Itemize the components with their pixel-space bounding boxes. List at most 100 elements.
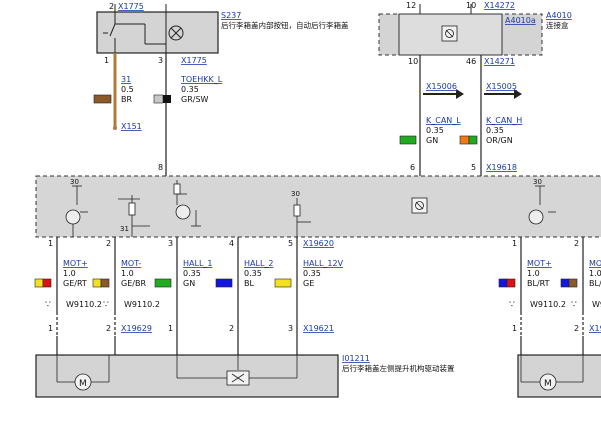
splice-marker-icon: ∵: [509, 300, 515, 310]
wire-kcan-l[interactable]: X15006 K_CAN_L 0.35 GN 6: [399, 55, 464, 176]
s237-description: 后行李箱盖内部按钮，自动后行李箱盖: [221, 20, 349, 30]
switch-s237[interactable]: 2 X1775 S237 后行李箱盖内部按钮，自动后行李箱盖: [96, 2, 349, 54]
s237-top-connector[interactable]: X1775: [118, 2, 144, 11]
module-pin-5: 5: [471, 163, 476, 172]
right-harness-wire-color: BL/BR: [589, 279, 601, 288]
svg-text:M: M: [544, 379, 552, 389]
wire-31-br[interactable]: 31 0.5 BR X151: [93, 53, 142, 131]
s237-pin-1: 1: [104, 56, 109, 65]
harness-wire-signal[interactable]: MOT+: [63, 259, 88, 268]
right-harness-wire-gauge: 1.0: [527, 269, 540, 278]
s237-pin-3: 3: [158, 56, 163, 65]
right-harness-wire-bottom-connector[interactable]: X196: [589, 324, 601, 333]
kcan-h-color-swatch: [459, 135, 478, 145]
kcan-h-gauge: 0.35: [486, 126, 504, 135]
harness-wire-pin-bottom: 2: [229, 324, 234, 333]
bottom-wire-group: 1MOT+1.0GE/RTW9110.2∵12MOT-1.0GE/BRW9110…: [34, 237, 344, 355]
harness-wire-bottom-connector[interactable]: X19621: [303, 324, 334, 333]
right-harness-wire-splice: W9110.2: [530, 300, 566, 309]
right-harness-wire-gauge: 1.0: [589, 269, 601, 278]
a4010-bottom-connector[interactable]: X14271: [484, 57, 515, 66]
control-module[interactable]: 30 31 30: [35, 175, 601, 238]
resistor-icon: 30: [291, 190, 311, 237]
a4010-ref[interactable]: A4010: [546, 11, 572, 20]
ground-30-label: 30: [70, 178, 79, 186]
wire-toehkk-signal[interactable]: TOEHKK_L: [180, 75, 223, 84]
wire-31-splice[interactable]: X151: [121, 122, 142, 131]
harness-wire-signal[interactable]: HALL_1: [183, 259, 213, 268]
i01211-ref[interactable]: I01211: [342, 354, 370, 363]
right-harness-wire-color: BL/RT: [527, 279, 550, 288]
connection-box-a4010[interactable]: 12 10 X14272 A4010a A4010 连接盒: [378, 1, 572, 56]
harness-wire-signal[interactable]: HALL_2: [244, 259, 274, 268]
harness-wire-signal[interactable]: HALL_12V: [303, 259, 344, 268]
a4010-top-connector[interactable]: X14272: [484, 1, 515, 10]
right-harness-wire-color-swatch: [560, 278, 578, 288]
harness-wire-pin-bottom: 3: [288, 324, 293, 333]
harness-wire-color: GN: [183, 279, 195, 288]
harness-wire-gauge: 1.0: [63, 269, 76, 278]
harness-wire-signal[interactable]: MOT-: [121, 259, 141, 268]
harness-wire-color-swatch: [274, 278, 292, 288]
harness-wire-color: GE: [303, 279, 314, 288]
harness-wire-color-swatch: [215, 278, 233, 288]
harness-wire-pin-bottom: 2: [106, 324, 111, 333]
kcan-l-connector[interactable]: X15006: [426, 82, 457, 91]
ground-30-label: 30: [291, 190, 300, 198]
a4010-pin-10-top: 10: [466, 1, 476, 10]
harness-wire-pin-top: 1: [48, 239, 53, 248]
s237-ref[interactable]: S237: [221, 11, 241, 20]
hall-sensor-icon: [176, 355, 298, 386]
wire-toehkk[interactable]: TOEHKK_L 0.35 GR/SW 8: [153, 53, 223, 176]
harness-wire-connector[interactable]: X19620: [303, 239, 334, 248]
harness-wire-color-swatch: [92, 278, 110, 288]
lamp-icon: [168, 25, 184, 41]
harness-wire-color-swatch: [34, 278, 52, 288]
ecu-symbol-icon: [411, 197, 428, 214]
kcan-l-gauge: 0.35: [426, 126, 444, 135]
ecu-symbol-icon: [441, 25, 458, 42]
s237-pin3-connector[interactable]: X1775: [181, 56, 207, 65]
a4010-pin-46: 46: [466, 57, 476, 66]
a4010-pin-12: 12: [406, 1, 416, 10]
kcan-l-color-swatch: [399, 135, 417, 145]
a4010-pin-10: 10: [408, 57, 418, 66]
drive-unit-i01211[interactable]: I01211 后行李箱盖左侧提升机构驱动装置 M M: [35, 354, 601, 398]
kcan-h-connector[interactable]: X15005: [486, 82, 517, 91]
wire-toehkk-color: GR/SW: [181, 95, 209, 104]
i01211-description: 后行李箱盖左侧提升机构驱动装置: [342, 363, 455, 373]
right-harness-wire-signal[interactable]: MOT+: [527, 259, 552, 268]
harness-wire-color: BL: [244, 279, 254, 288]
a4010a-ref[interactable]: A4010a: [505, 16, 536, 25]
right-harness-wire-color-swatch: [498, 278, 516, 288]
right-harness-wire-pin-bottom: 1: [512, 324, 517, 333]
harness-wire-gauge: 0.35: [183, 269, 201, 278]
module-pin-6: 6: [410, 163, 415, 172]
right-harness-wire-signal[interactable]: MOT-: [589, 259, 601, 268]
resistor-icon: 31: [118, 195, 150, 237]
kcan-h-signal[interactable]: K_CAN_H: [486, 116, 522, 125]
harness-wire-color-swatch: [154, 278, 172, 288]
wire-kcan-h[interactable]: X15005 K_CAN_H 0.35 OR/GN 5 X19618: [459, 55, 522, 176]
wire-31-signal[interactable]: 31: [121, 75, 131, 84]
ground-30-label: 30: [533, 178, 542, 186]
harness-wire-pin-top: 5: [288, 239, 293, 248]
motor-icon: M: [56, 355, 110, 391]
harness-wire-bottom-connector[interactable]: X19629: [121, 324, 152, 333]
kcan-l-signal[interactable]: K_CAN_L: [426, 116, 461, 125]
wire-toehkk-gauge: 0.35: [181, 85, 199, 94]
a4010-description: 连接盒: [546, 20, 569, 30]
harness-wire-gauge: 1.0: [121, 269, 134, 278]
motor-icon: M: [520, 355, 584, 391]
kcan-h-bottom-connector[interactable]: X19618: [486, 163, 517, 172]
harness-wire-pin-bottom: 1: [48, 324, 53, 333]
kcan-h-color: OR/GN: [486, 136, 513, 145]
